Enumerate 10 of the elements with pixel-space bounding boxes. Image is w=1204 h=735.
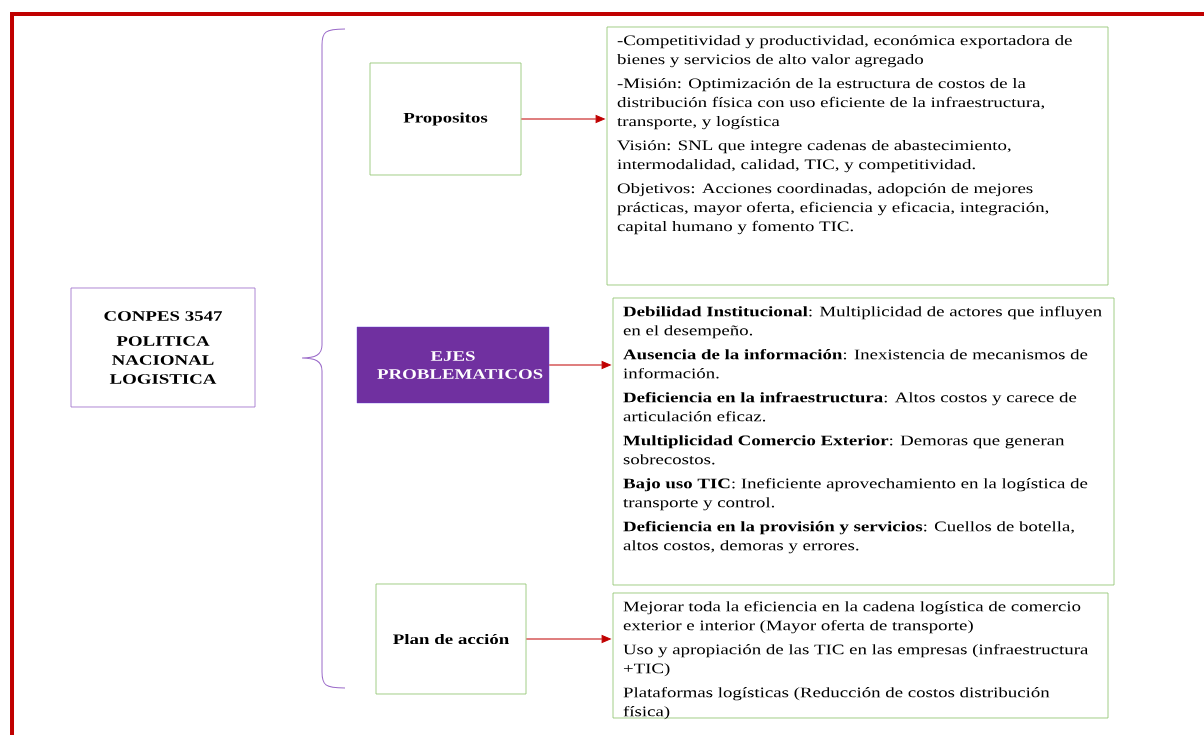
category-box: Propositos [369, 62, 522, 176]
text-box: Mejorar toda la eficiencia en la cadena logística de comercio exterior e interior (Mayor oferta de transporte) Uso y apropiación de las TIC en las empresas (infraestructura +TIC) Plataformas logísticas (Reducción de costos distribución física) [612, 592, 1109, 720]
category-box: EJES PROBLEMATICOS [356, 326, 550, 404]
arrow [520, 115, 605, 123]
arrow [525, 635, 611, 643]
category-box: Plan de acción [375, 583, 527, 695]
arrow [548, 361, 611, 369]
text-box: -Competitividad y productividad, económica exportadora de bienes y servicios de alto valor agregado -Misión: Optimización de la estructura de costos de la distribución física con uso eficiente de la infraestructura, transporte, y logística Visión: SNL que integre cadenas de abastecimiento, intermodalidad, calidad, TIC, y competitividad. Objetivos: Acciones coordinadas, adopción de mejores prácticas, mayor oferta, eficiencia y eficacia, integración, capital humano y fomento TIC. [606, 26, 1109, 286]
title-box: CONPES 3547 POLITICA NACIONAL LOGISTICA [70, 287, 256, 408]
text-box: Debilidad Institucional: Multiplicidad de actores que influyen en el desempeño. Ausencia de la información: Inexistencia de mecanismos de información. Deficiencia en la infraestructura: Altos costos y carece de articulación eficaz. Multiplicidad Comercio Exterior: Demoras que generan sobrecostos. Bajo uso TIC: Ineficiente aprovechamiento en la logística de transporte y control. Deficiencia en la provisión y servicios: Cuellos de botella, altos costos, demoras y errores. [612, 297, 1115, 586]
